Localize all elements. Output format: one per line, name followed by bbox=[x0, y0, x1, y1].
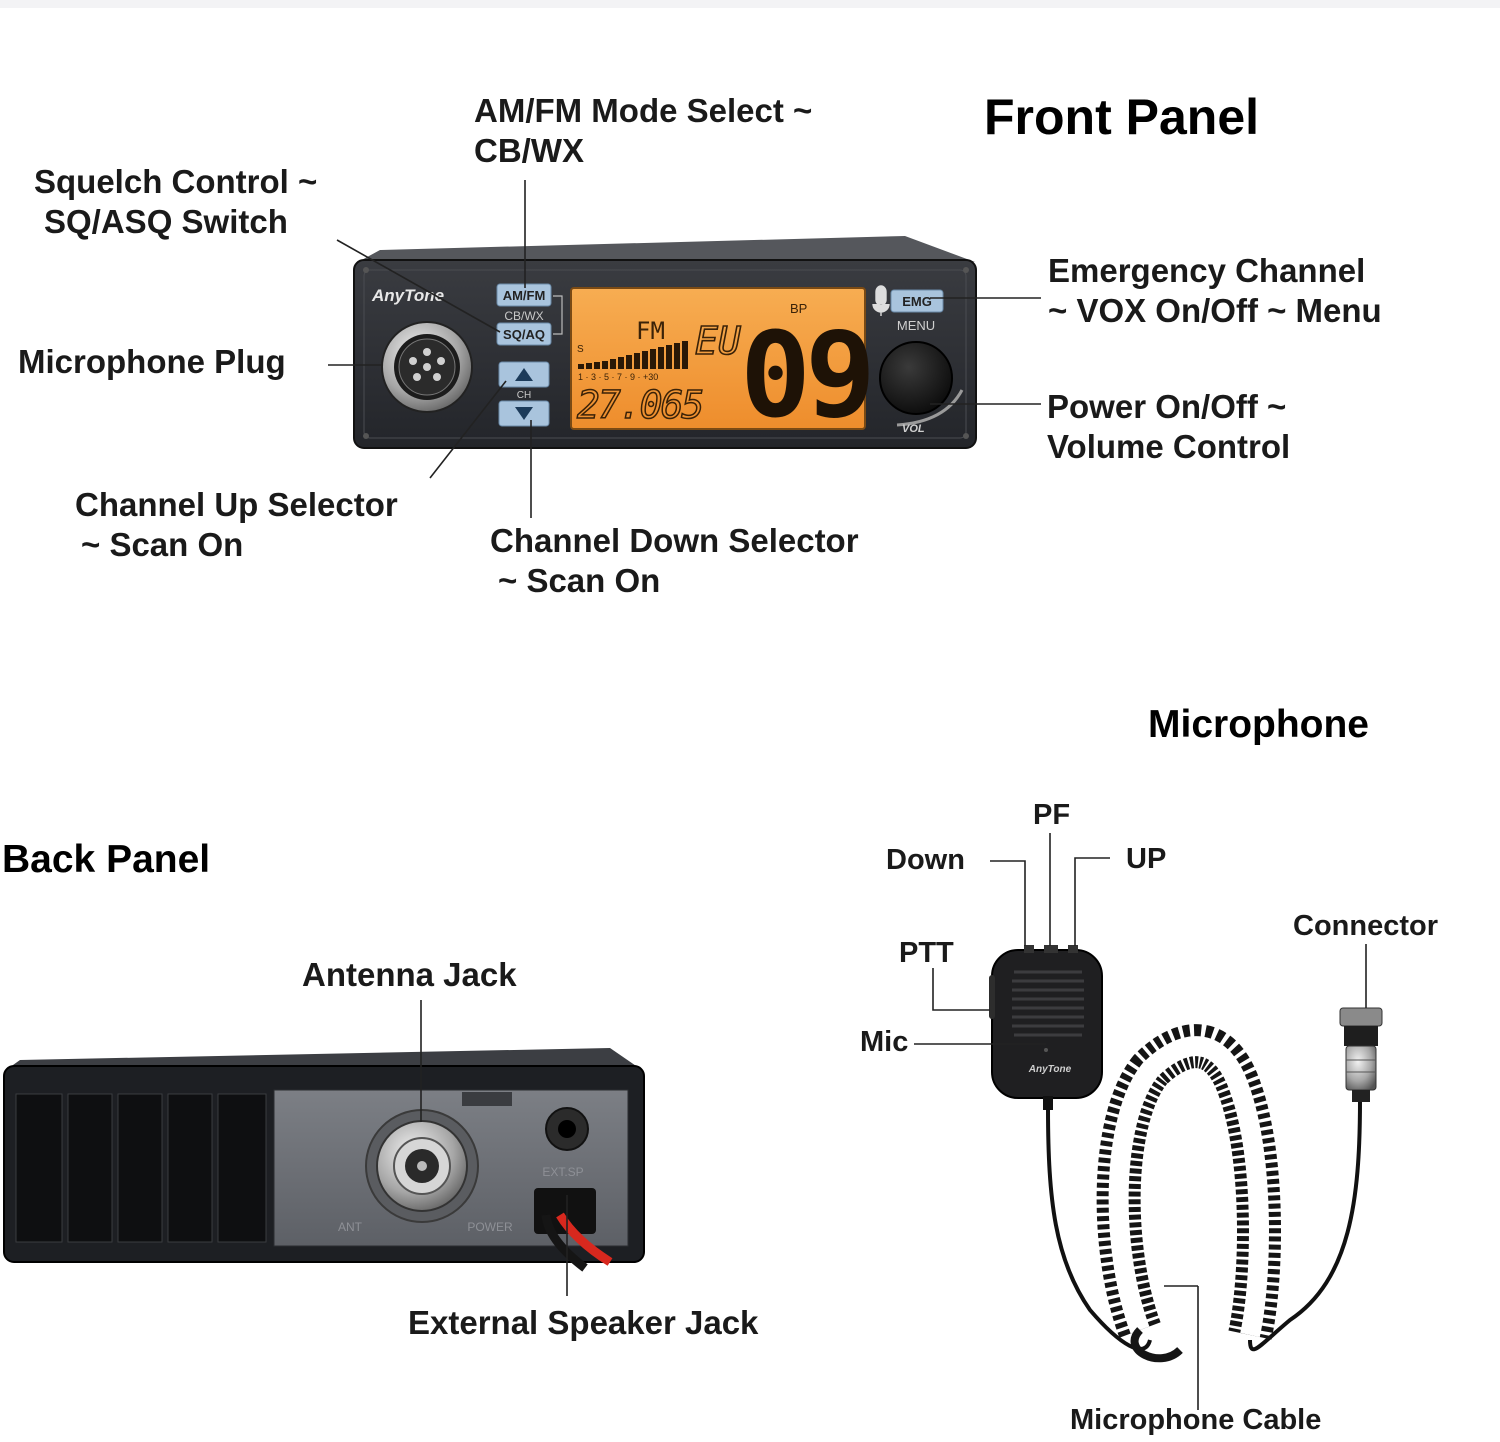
lcd-mode: FM bbox=[636, 317, 665, 345]
label-mic-plug: Microphone Plug bbox=[18, 343, 286, 380]
sqaq-button bbox=[496, 322, 552, 346]
label-squelch: Squelch Control ~ SQ/ASQ Switch bbox=[34, 162, 317, 241]
ch-label: CH bbox=[517, 390, 531, 401]
front-panel-heading: Front Panel bbox=[984, 89, 1260, 145]
power-cable-red bbox=[556, 1212, 613, 1266]
ant-mark: ANT bbox=[338, 1220, 363, 1234]
menu-label: MENU bbox=[897, 318, 935, 333]
vol-label: VOL bbox=[902, 423, 925, 435]
label-mic-cable: Microphone Cable bbox=[1070, 1404, 1322, 1436]
label-squelch-line2: SQ/ASQ Switch bbox=[44, 202, 288, 240]
label-down: Down bbox=[886, 844, 965, 876]
radio-front: AnyTone AM/FM CB/WX SQ/AQ CH BP FM EU bbox=[353, 236, 977, 449]
cbwx-label: CB/WX bbox=[504, 309, 543, 323]
label-mode-select-line1: AM/FM Mode Select ~ bbox=[474, 92, 813, 129]
label-mode-select-line2: CB/WX bbox=[474, 131, 584, 169]
arrow-down-icon bbox=[515, 407, 533, 420]
label-mode-select: AM/FM Mode Select ~ CB/WX bbox=[474, 91, 812, 170]
label-emergency-line1: Emergency Channel bbox=[1048, 252, 1366, 289]
label-antenna-jack: Antenna Jack bbox=[302, 956, 517, 993]
lcd-signal-meter bbox=[578, 341, 688, 369]
label-mic: Mic bbox=[860, 1026, 909, 1058]
microphone-heading: Microphone bbox=[1148, 703, 1369, 746]
volume-knob bbox=[879, 341, 953, 415]
label-ch-down-line2: ~ Scan On bbox=[498, 561, 661, 599]
front-panel-leaders bbox=[328, 180, 1041, 518]
emg-button-label: EMG bbox=[902, 294, 932, 309]
coiled-cable bbox=[1046, 1024, 1362, 1363]
label-ptt: PTT bbox=[899, 937, 954, 969]
label-emergency-line2: ~ VOX On/Off ~ Menu bbox=[1048, 291, 1382, 329]
radio-back: EXT.SP POWER ANT bbox=[3, 1048, 645, 1272]
amfm-button bbox=[496, 283, 552, 307]
lcd-screen bbox=[570, 287, 866, 430]
amfm-button-label: AM/FM bbox=[503, 288, 546, 303]
lcd-meter-scale: 1 · 3 · 5 · 7 · 9 · +30 bbox=[578, 372, 658, 382]
microphone-handset: AnyTone bbox=[989, 945, 1103, 1110]
back-panel-heading: Back Panel bbox=[2, 838, 211, 881]
label-ext-speaker: External Speaker Jack bbox=[408, 1304, 759, 1341]
microphone-leaders bbox=[914, 833, 1367, 1410]
ext-sp-mark: EXT.SP bbox=[542, 1165, 583, 1179]
lcd-frequency: 27.065 bbox=[577, 383, 702, 427]
label-pf: PF bbox=[1033, 799, 1071, 831]
label-ch-down: Channel Down Selector ~ Scan On bbox=[490, 521, 859, 600]
label-power: Power On/Off ~ Volume Control bbox=[1047, 387, 1290, 466]
power-cable-black bbox=[541, 1214, 588, 1272]
lcd-bp: BP bbox=[790, 301, 807, 316]
label-emergency: Emergency Channel ~ VOX On/Off ~ Menu bbox=[1048, 251, 1382, 330]
back-panel-leaders bbox=[420, 1000, 568, 1296]
lcd-channel: 09 bbox=[740, 306, 870, 444]
mic-brand: AnyTone bbox=[1028, 1064, 1072, 1075]
mic-connector bbox=[1339, 1007, 1383, 1102]
label-squelch-line1: Squelch Control ~ bbox=[34, 163, 318, 200]
label-power-line2: Volume Control bbox=[1047, 427, 1291, 465]
top-strip bbox=[0, 0, 1500, 8]
label-connector: Connector bbox=[1293, 910, 1438, 942]
emg-button bbox=[890, 289, 944, 313]
label-up: UP bbox=[1126, 843, 1167, 875]
ptt-side-button bbox=[989, 975, 995, 1019]
label-power-line1: Power On/Off ~ bbox=[1047, 388, 1287, 425]
label-ch-up: Channel Up Selector ~ Scan On bbox=[75, 485, 398, 564]
lcd-region: EU bbox=[695, 319, 741, 363]
microphone-icon bbox=[872, 285, 890, 316]
label-ch-up-line2: ~ Scan On bbox=[81, 525, 244, 563]
label-ch-up-line1: Channel Up Selector bbox=[75, 486, 398, 523]
heatsink-fins bbox=[15, 1093, 267, 1243]
lcd-meter-s: S bbox=[577, 344, 584, 355]
mic-socket bbox=[381, 321, 473, 413]
brand-logo: AnyTone bbox=[371, 286, 444, 305]
label-ch-down-line1: Channel Down Selector bbox=[490, 522, 859, 559]
speaker-grille bbox=[1012, 970, 1084, 1037]
sqaq-button-label: SQ/AQ bbox=[503, 327, 545, 342]
power-mark: POWER bbox=[467, 1220, 513, 1234]
arrow-up-icon bbox=[515, 368, 533, 381]
